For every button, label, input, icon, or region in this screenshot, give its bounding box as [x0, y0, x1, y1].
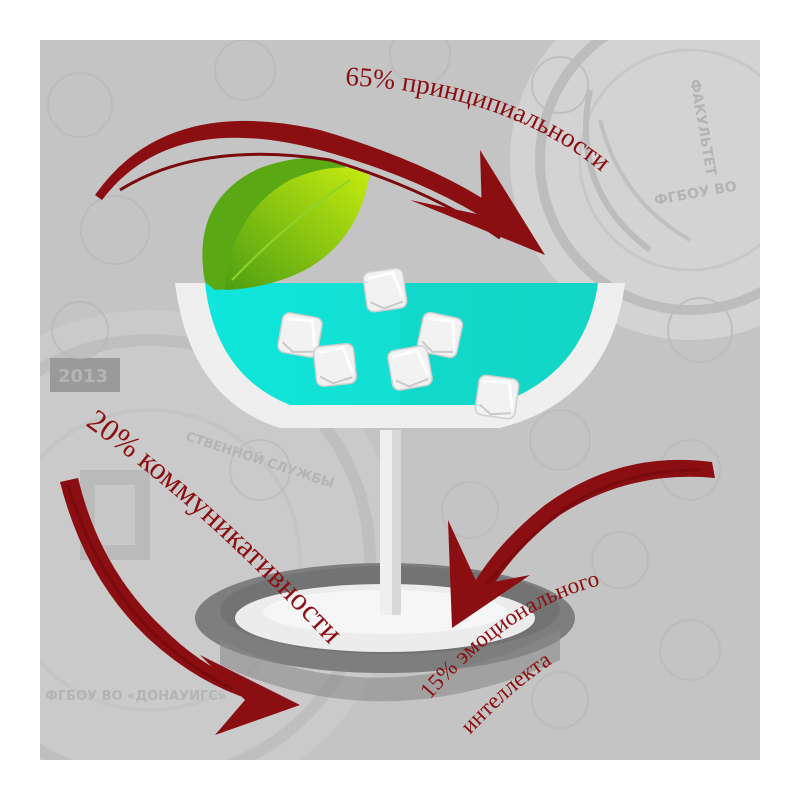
curved-arrow-icon	[470, 459, 715, 598]
watermark-year: 2013	[58, 366, 108, 387]
arrow-right	[448, 459, 715, 628]
ice-cube-icon	[385, 343, 435, 393]
curved-arrow-icon	[60, 478, 270, 705]
ice-cube-icon	[472, 372, 522, 422]
watermark-text-left: ФГБОУ ВО «ДОНАУИГС»	[45, 689, 226, 704]
leaf-icon	[202, 158, 370, 290]
arrow-left	[60, 478, 300, 735]
watermark-seal-top-right: ФГБОУ ВО ФАКУЛЬТЕТ	[510, 40, 760, 340]
ice-cube-icon	[311, 341, 359, 389]
curved-arrow-icon	[95, 120, 512, 232]
arrow-top	[95, 120, 545, 255]
ice-cube-icon	[360, 265, 410, 315]
